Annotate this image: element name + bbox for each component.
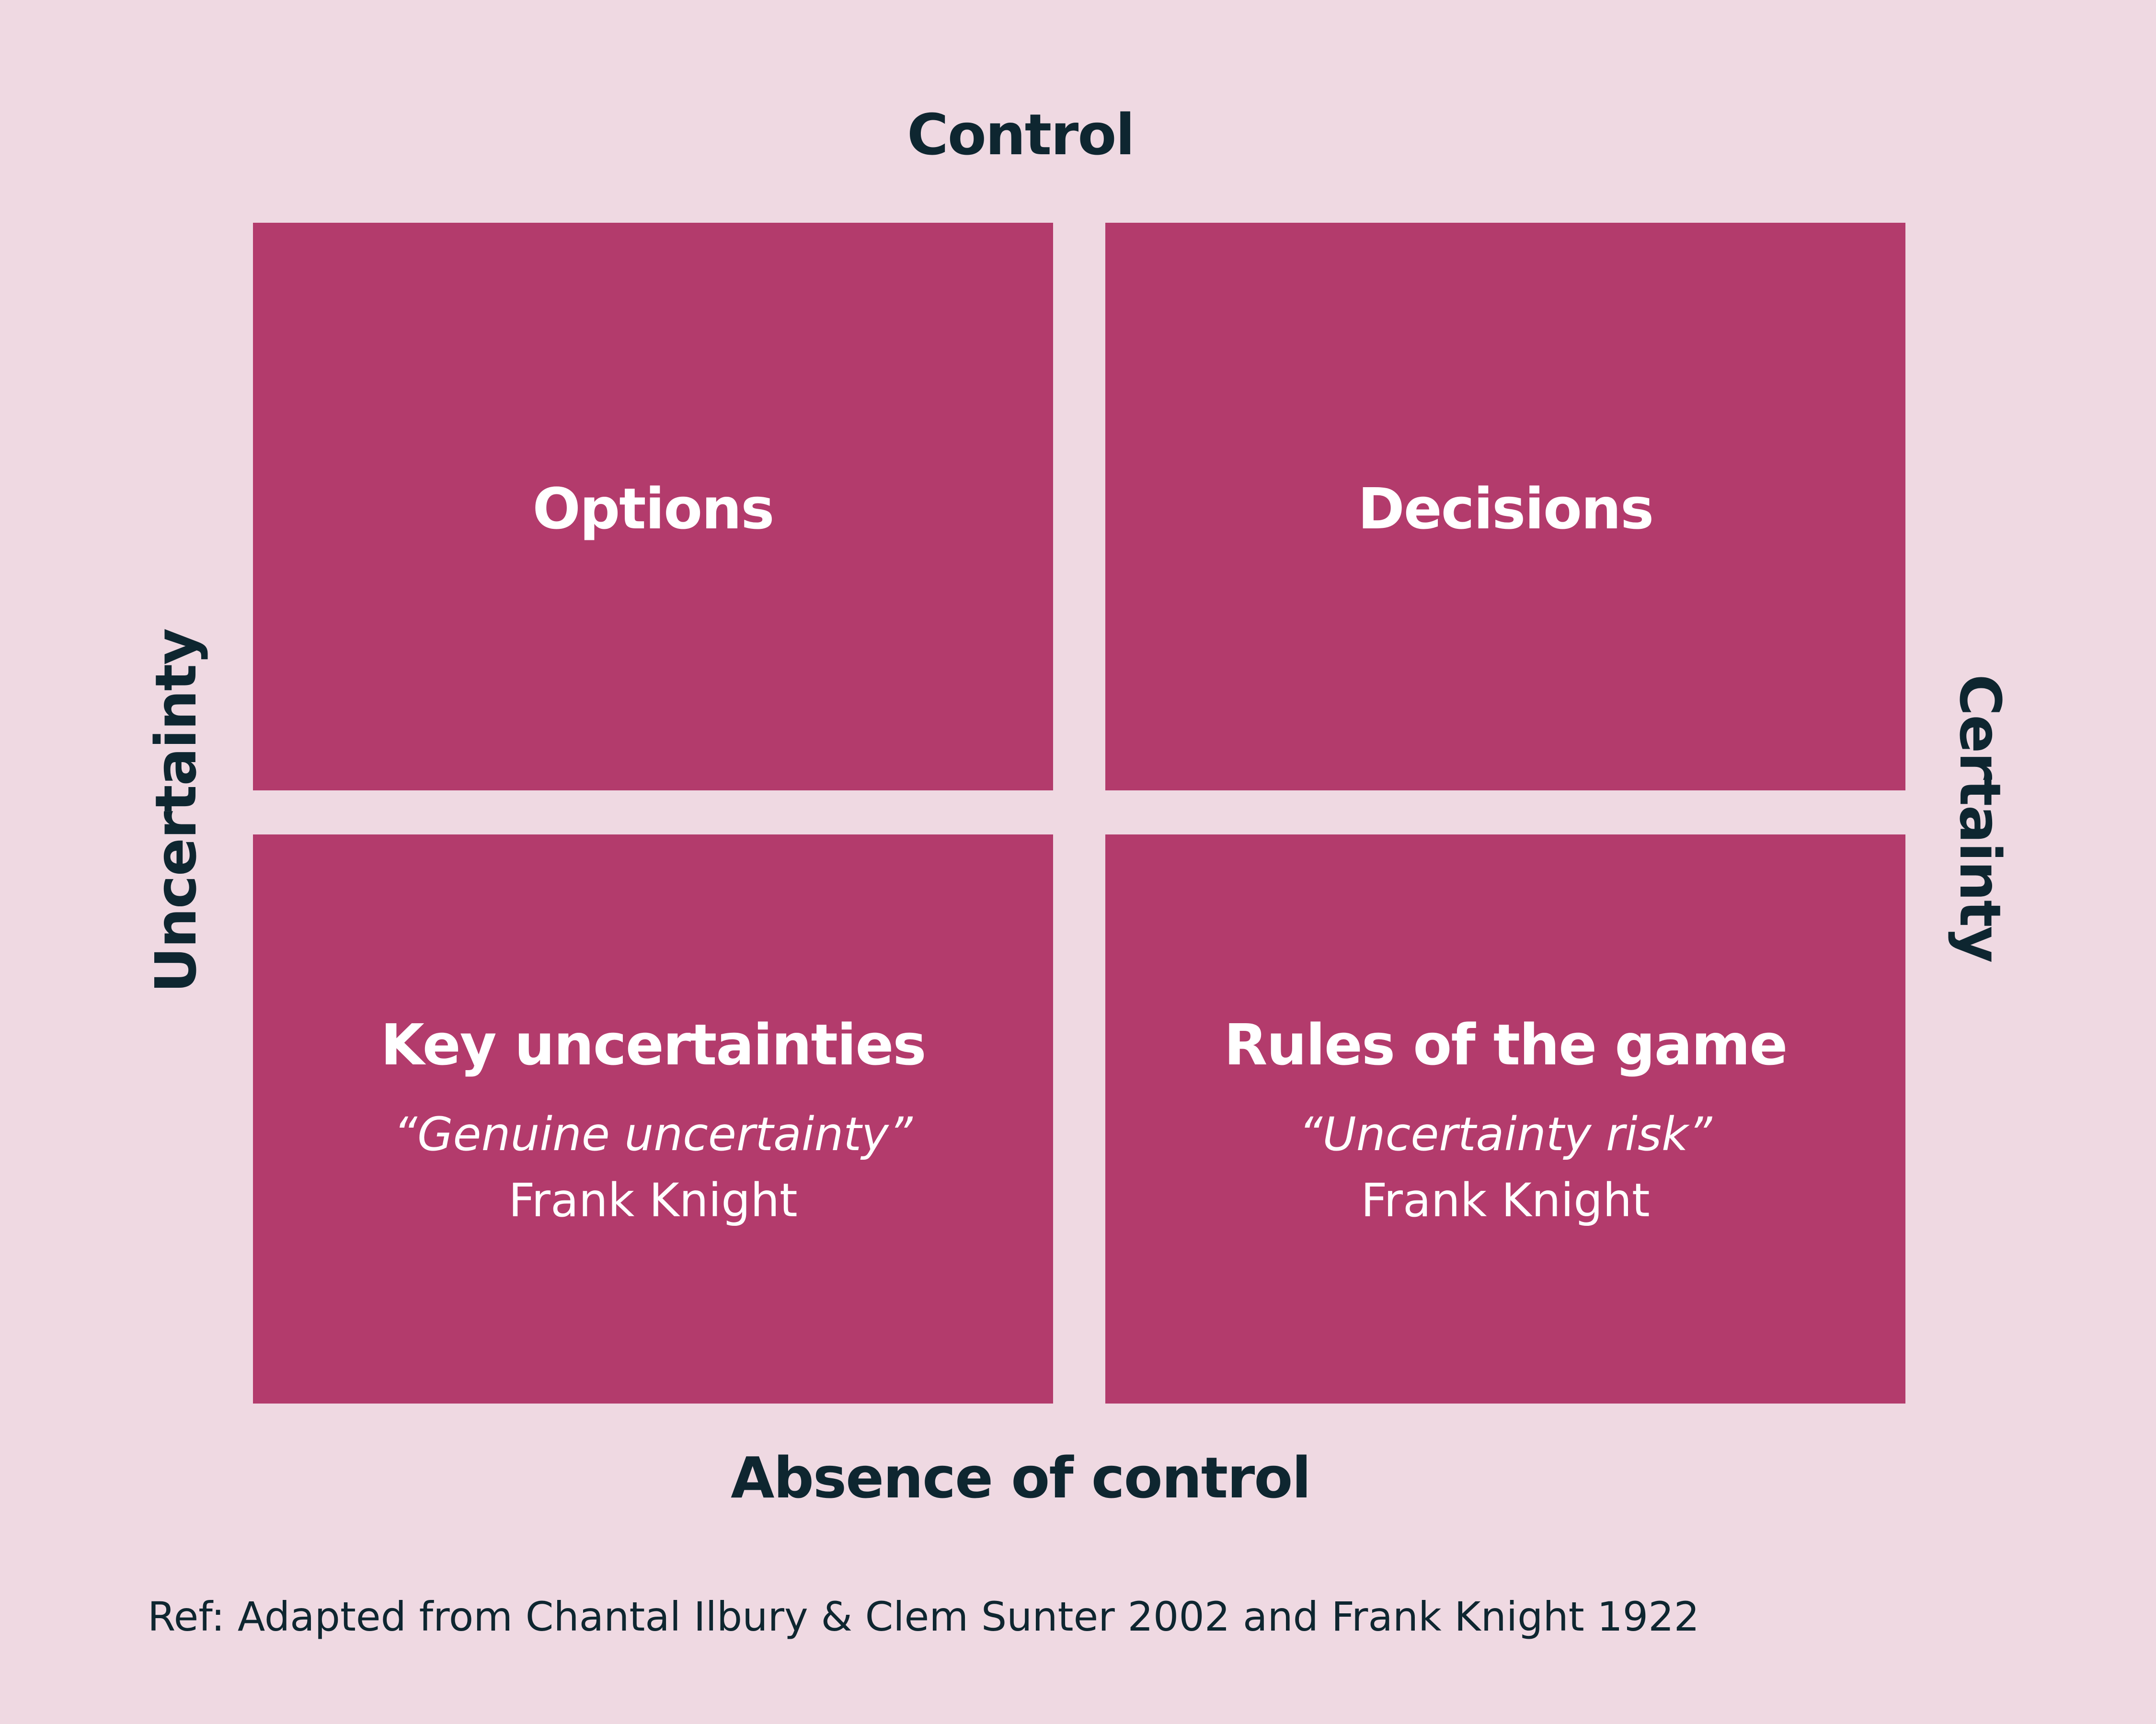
axis-label-certainty: Certainty: [1947, 674, 2013, 962]
axis-label-absence-of-control: Absence of control: [731, 1445, 1311, 1511]
quadrant-decisions: Decisions: [1105, 223, 1905, 790]
quadrant-quote: “Uncertainty risk”: [1298, 1107, 1712, 1161]
quadrant-author: Frank Knight: [508, 1174, 798, 1227]
quadrant-options: Options: [253, 223, 1053, 790]
axis-label-control: Control: [907, 102, 1135, 168]
axis-label-uncertainty: Uncertainty: [143, 629, 209, 993]
quadrant-title: Key uncertainties: [380, 1012, 926, 1078]
quadrant-quote: “Genuine uncertainty”: [393, 1107, 913, 1161]
quadrant-title: Rules of the game: [1224, 1012, 1788, 1078]
quadrant-title: Options: [532, 476, 775, 542]
quadrant-rules-of-the-game: Rules of the game “Uncertainty risk” Fra…: [1105, 834, 1905, 1404]
reference-note: Ref: Adapted from Chantal Ilbury & Clem …: [148, 1593, 1700, 1640]
quadrant-author: Frank Knight: [1361, 1174, 1650, 1227]
quadrant-key-uncertainties: Key uncertainties “Genuine uncertainty” …: [253, 834, 1053, 1404]
quadrant-title: Decisions: [1357, 476, 1654, 542]
